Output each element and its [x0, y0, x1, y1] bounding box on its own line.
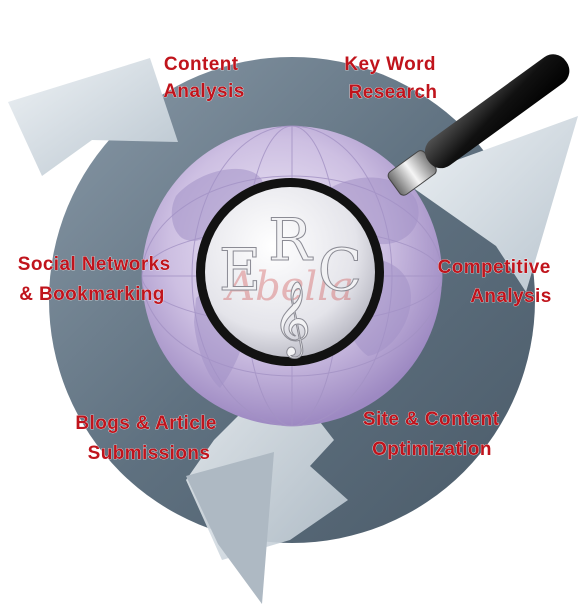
- treble-clef-icon: 𝄞: [273, 282, 311, 359]
- cycle-arrowhead-top: [8, 58, 178, 176]
- logo-letter-c: C: [318, 236, 362, 304]
- cycle-arrowhead-bottom-tip: [186, 452, 274, 604]
- step-label-site-content-optimization: Site & Content Optimization: [363, 409, 505, 460]
- logo-mark: Abella E R C 𝄞: [218, 206, 362, 360]
- step-label-blogs-article-submissions: Blogs & Article Submissions: [75, 413, 222, 464]
- logo-script-text: Abella: [222, 264, 354, 310]
- magnifying-glass-icon: Abella E R C 𝄞: [196, 54, 570, 366]
- logo-letter-e: E: [219, 236, 261, 304]
- magnifier-handle: [387, 54, 570, 196]
- step-labels: Content Analysis Key Word Research Compe…: [17, 54, 557, 465]
- step-label-social-networks-bookmarking: Social Networks & Bookmarking: [18, 254, 176, 305]
- magnifier-lens: [205, 187, 375, 357]
- step-label-content-analysis: Content Analysis: [163, 54, 244, 102]
- step-label-competitive-analysis: Competitive Analysis: [438, 257, 557, 307]
- logo-letter-r: R: [268, 206, 314, 274]
- cycle-arrowhead-right: [402, 116, 578, 292]
- step-label-keyword-research: Key Word Research: [344, 54, 441, 103]
